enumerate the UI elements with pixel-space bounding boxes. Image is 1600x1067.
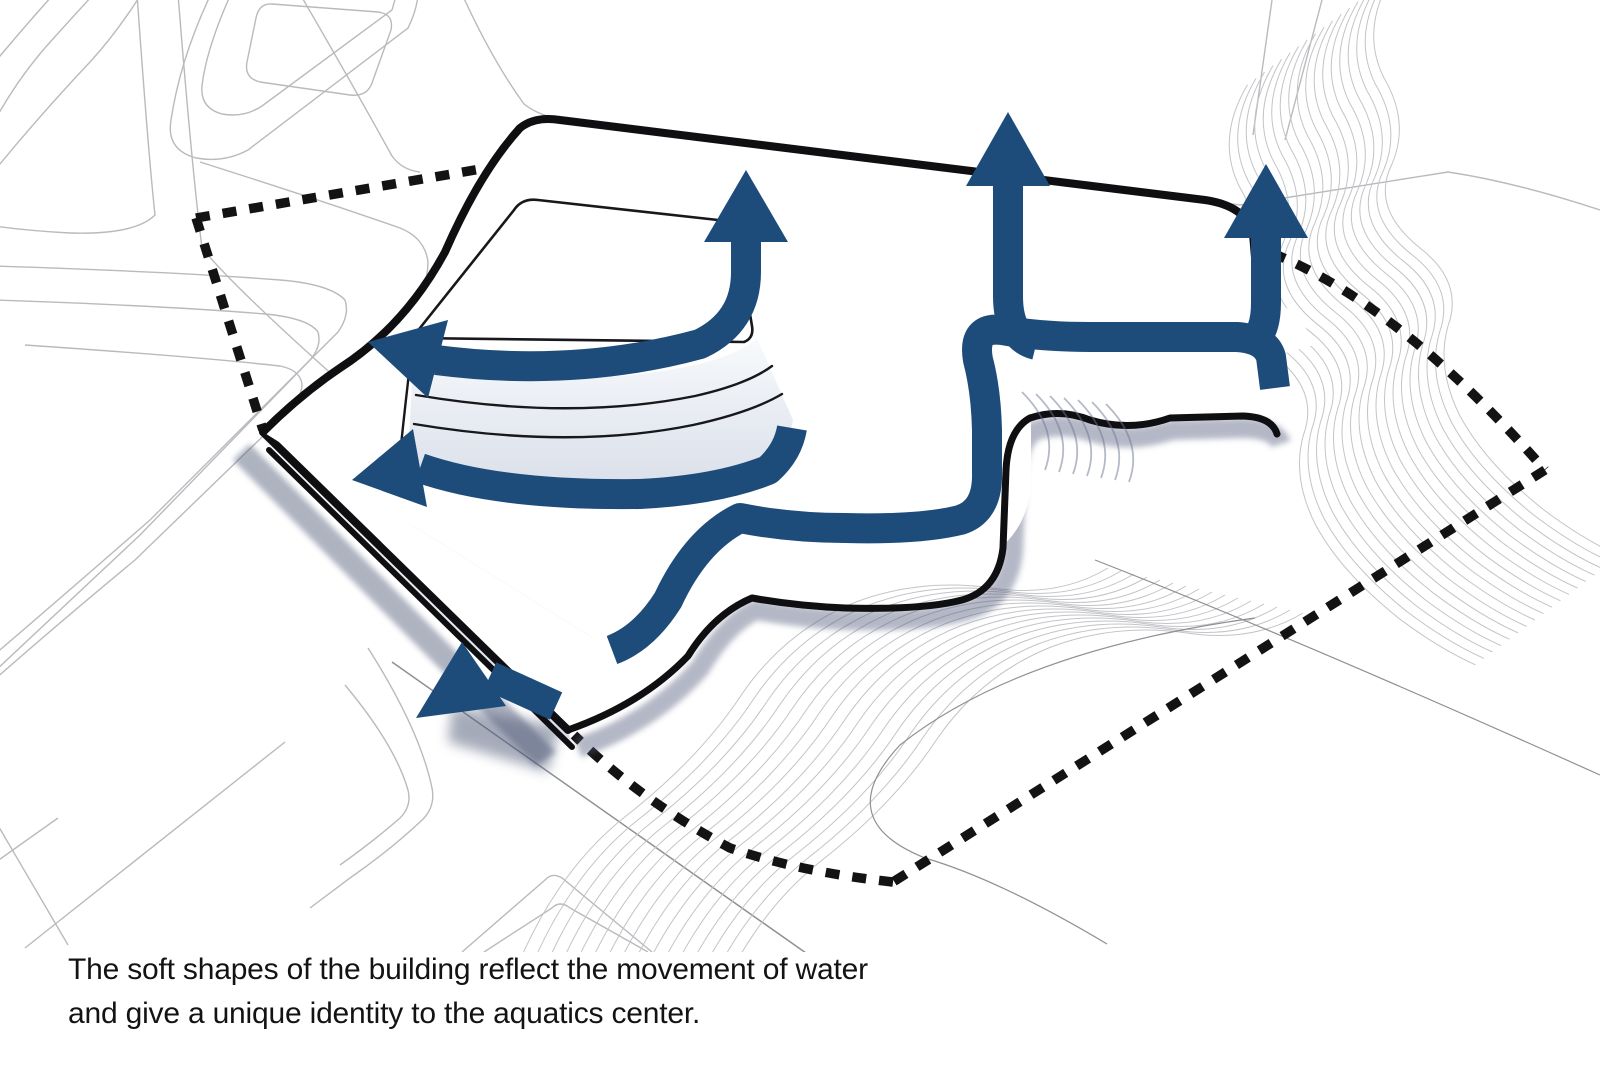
flow-arrow-out-left-lower — [352, 429, 427, 507]
caption-line-2: and give a unique identity to the aquati… — [68, 997, 701, 1030]
terrain-index-contours — [869, 559, 1600, 945]
street-block-outlines — [0, 0, 1600, 952]
terrain-contours-valley — [523, 567, 1304, 952]
flow-arrow-up-back-left — [704, 170, 788, 242]
caption-line-1: The soft shapes of the building reflect … — [68, 953, 868, 986]
stacked-floor-tower — [397, 198, 807, 510]
flow-arrow-out-corner-bottom — [416, 642, 506, 718]
flow-arrow-up-back-right — [1224, 164, 1308, 238]
flow-arrow-out-left-upper — [368, 320, 448, 398]
flow-arrow-up-back-middle — [966, 112, 1050, 186]
caption: The soft shapes of the building reflect … — [68, 948, 868, 1036]
water-flow-ribbons — [993, 180, 1281, 360]
flow-arrowheads — [352, 112, 1308, 720]
